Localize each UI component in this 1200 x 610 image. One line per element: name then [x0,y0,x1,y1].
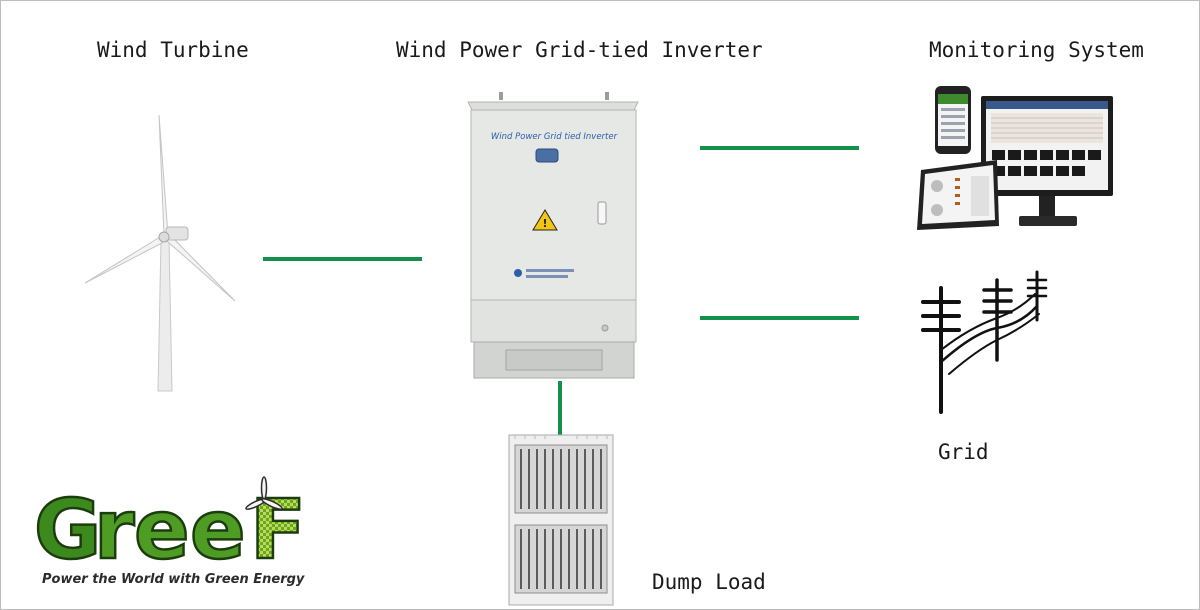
svg-text:e: e [134,483,190,578]
svg-text:r: r [94,483,135,578]
inverter-grid-connector [700,316,859,320]
wind-turbine-icon [84,114,236,392]
monitoring-system-icon [917,86,1113,230]
grid-power-pole-icon [921,270,1048,414]
svg-text:F: F [250,483,306,578]
dump-load-icon [508,434,614,606]
inverter-monitoring-connector [700,146,859,150]
svg-text:G: G [34,483,101,578]
svg-text:!: ! [542,217,547,230]
wind-turbine-label: Wind Turbine [97,38,249,62]
logo-tagline: Power the World with Green Energy [42,572,305,587]
svg-text:e: e [190,483,246,578]
dump-load-label: Dump Load [652,570,766,594]
inverter-cabinet-icon: Wind Power Grid tied Inverter ! [467,92,639,379]
inverter-label: Wind Power Grid-tied Inverter [396,38,763,62]
inverter-dumpload-connector [558,381,562,439]
turbine-inverter-connector [263,257,422,261]
monitoring-system-label: Monitoring System [929,38,1144,62]
grid-label: Grid [938,440,989,464]
inverter-panel-text: Wind Power Grid tied Inverter [491,132,618,142]
greef-logo: G r e e F [33,476,307,579]
